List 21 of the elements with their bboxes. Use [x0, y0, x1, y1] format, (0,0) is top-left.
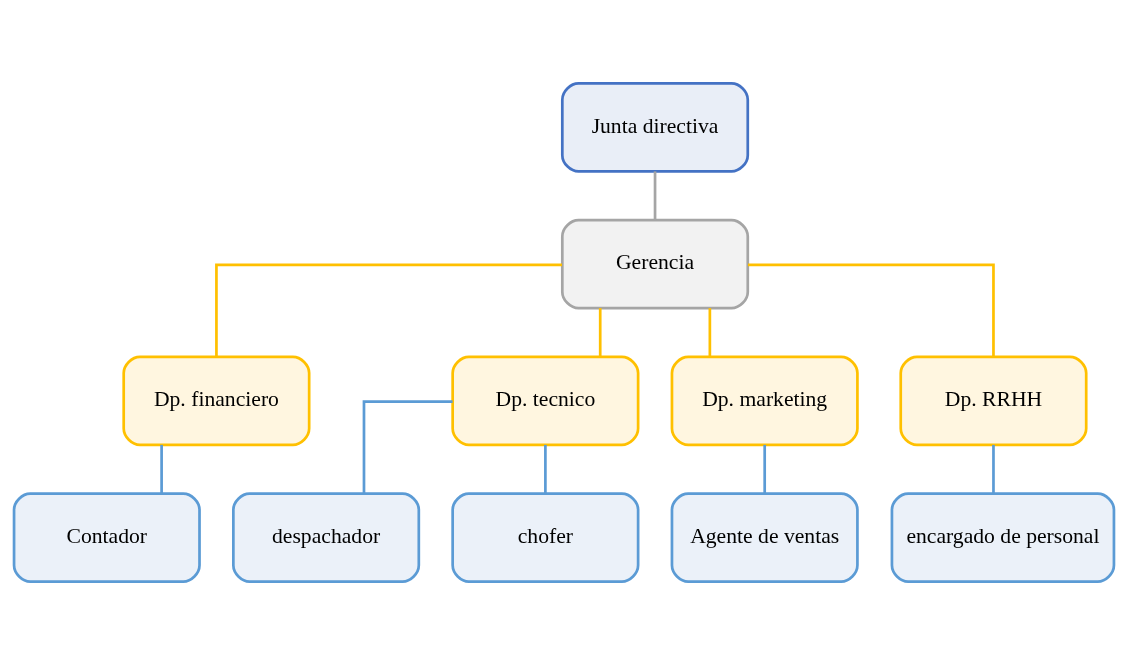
node-box: Junta directiva — [560, 81, 750, 173]
connector — [215, 262, 562, 357]
node-box: Agente de ventas — [670, 491, 859, 583]
connector — [763, 444, 767, 493]
connector — [160, 444, 163, 493]
node-box: despachador — [232, 491, 421, 583]
node-box: Dp. marketing — [670, 355, 859, 446]
node-box: chofer — [451, 491, 640, 583]
connector — [544, 444, 547, 493]
node-box: Contador — [12, 491, 201, 583]
node-box: Dp. RRHH — [899, 355, 1088, 446]
connector — [708, 307, 712, 356]
node-box: encargado de personal — [890, 491, 1116, 583]
connector — [362, 399, 453, 493]
node-box: Dp. tecnico — [451, 355, 640, 446]
node-box: Gerencia — [560, 218, 750, 309]
connector — [653, 170, 657, 220]
connector — [747, 262, 995, 357]
node-box: Dp. financiero — [122, 355, 311, 446]
connector — [598, 307, 602, 356]
connector — [992, 444, 995, 493]
